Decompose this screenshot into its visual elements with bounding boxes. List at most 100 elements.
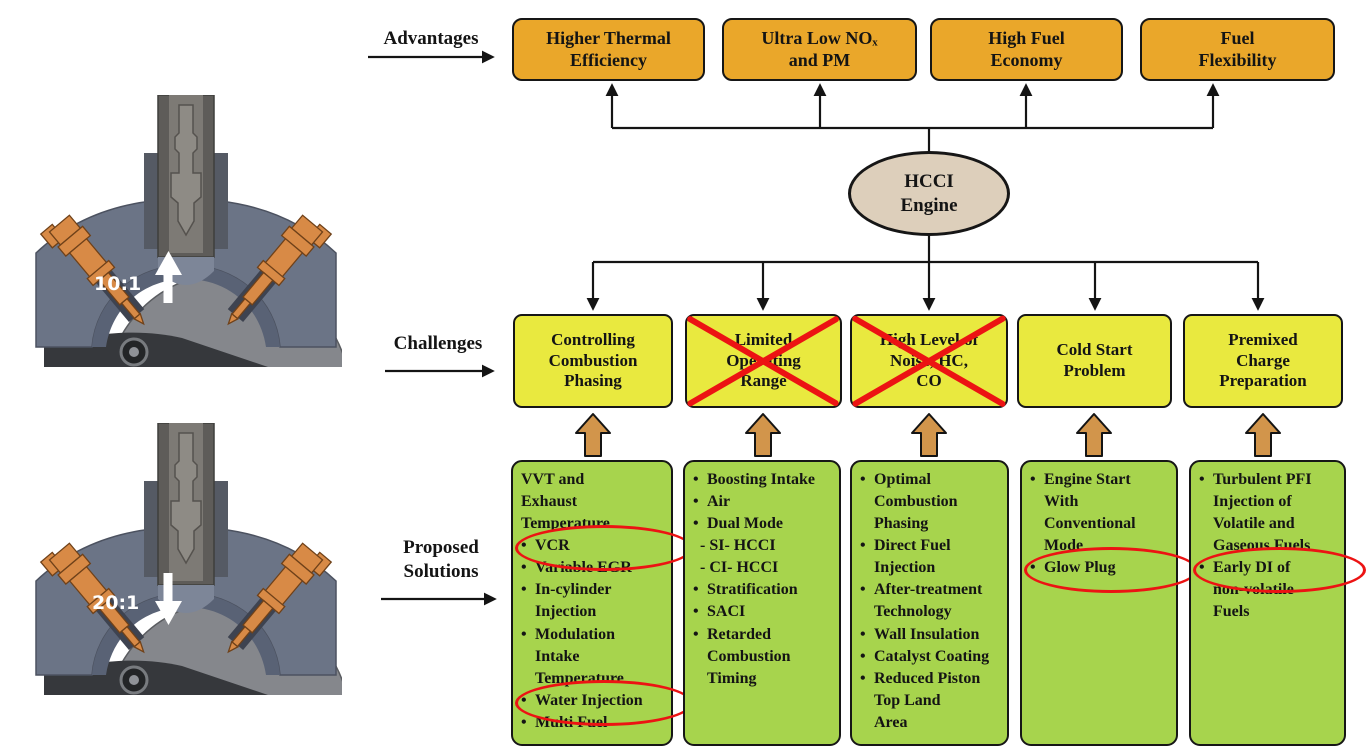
solution-box-2: •Boosting Intake•Air•Dual Mode- SI- HCCI… [683,460,841,746]
solution-item: •Variable EGR [521,557,667,579]
block-arrow-up-3 [911,413,947,457]
bullet-icon: • [693,625,699,643]
solution-item-line: Air [707,493,731,511]
solution-item-line: In-cylinder [535,581,612,599]
solution-item-line: Retarded [707,625,771,643]
solution-item: •Catalyst Coating [860,646,1003,668]
bullet-icon: • [693,581,699,599]
challenge-box-2: Limited Operating Range [685,314,842,408]
advantage-box-1: Higher Thermal Efficiency [512,18,705,81]
solution-item-line: Temperature [535,669,624,687]
solution-item-line: Exhaust [521,493,578,511]
solution-item-line: Mode [1044,537,1084,555]
solution-item-line: Early DI of [1193,547,1366,594]
solution-item: •Glow Plug [1024,547,1198,594]
challenge-label: Controlling Combustion Phasing [548,329,638,391]
advantage-box-2: Ultra Low NOₓ and PM [722,18,917,81]
solution-item-line: Intake [535,647,580,665]
block-arrow-up-4 [1076,413,1112,457]
solution-item-line: VCR [515,525,693,572]
advantage-label: Fuel Flexibility [1198,27,1277,70]
challenges-row-label: Challenges [393,333,483,354]
bullet-icon: • [693,515,699,533]
compression-arrow-down [155,573,182,625]
advantage-label: Higher Thermal Efficiency [546,27,671,70]
bullet-icon: • [860,471,866,488]
bullet-icon: • [1030,471,1036,488]
advantage-box-3: High Fuel Economy [930,18,1123,81]
bullet-icon: • [860,647,866,665]
challenge-box-5: Premixed Charge Preparation [1183,314,1343,408]
challenge-box-3: High Level of Noise, HC, CO [850,314,1008,408]
solution-item-line: Gaseous Fuels [1213,537,1311,555]
solution-item: •Boosting Intake [693,469,835,491]
solution-item-line: Volatile and [1213,515,1295,533]
solution-item-line: Multi Fuel [535,713,608,731]
compression-ratio-label-20-1: 20:1 [92,592,139,614]
bullet-icon: • [1030,559,1036,577]
challenge-box-4: Cold Start Problem [1017,314,1172,408]
solution-item-line: Top Land [874,691,941,709]
solution-item: •Air [693,491,835,513]
solution-item: - SI- HCCI [693,535,835,557]
solution-item-line: Water Injection [515,679,693,726]
engine-cross-section-10to1-image: 10:1 [34,95,342,367]
solution-item: • Multi Fuel [521,712,667,734]
solution-item-line: Combustion [874,493,958,511]
advantage-label: High Fuel Economy [988,27,1065,70]
solution-item: •Stratification [693,579,835,601]
challenge-label: Cold Start Problem [1056,340,1133,380]
solution-item-line: VVT and [521,471,585,488]
solution-item-line: Area [874,713,908,731]
hcci-engine-node: HCCI Engine [848,151,1010,236]
bullet-icon: • [521,713,527,731]
solution-item: •Dual Mode [693,513,835,535]
solution-item-line: Engine Start [1044,471,1131,488]
bullet-icon: • [693,603,699,621]
solution-item-line: Timing [707,669,757,687]
bullet-icon: • [521,691,527,709]
solution-item-line: Injection [535,603,597,621]
solution-item-line: Injection [874,559,936,577]
solution-item: •Water Injection [515,679,693,726]
bullet-icon: • [860,537,866,555]
solution-item-line: With [1044,493,1079,511]
block-arrow-up-1 [575,413,611,457]
challenge-label: Premixed Charge Preparation [1219,329,1307,391]
solution-item-line: Injection of [1213,493,1292,511]
advantage-label: Ultra Low NOₓ and PM [761,27,878,70]
bullet-icon: • [860,669,866,687]
solution-item-line: Modulation [535,625,616,643]
solution-item-line: Conventional [1044,515,1136,533]
bullet-icon: • [521,625,527,643]
solution-item-line: Optimal [874,471,931,488]
compression-arrow-up [155,251,182,303]
solution-item-line: - CI- HCCI [700,559,779,577]
block-arrow-up-2 [745,413,781,457]
solution-item-line: Direct Fuel [874,537,951,555]
challenge-box-1: Controlling Combustion Phasing [513,314,673,408]
bullet-icon: • [860,625,866,643]
challenge-label: High Level of Noise, HC, CO [879,329,979,391]
solution-item: •SACI [693,601,835,623]
solutions-row-label: Proposed Solutions [403,537,479,582]
bullet-icon: • [521,537,527,555]
solution-item-line: Wall Insulation [874,625,980,643]
solution-item-line: Variable EGR [535,559,632,577]
solution-item-line: non-volatile [1213,581,1294,599]
solution-item-line: Temperature [521,515,610,533]
compression-ratio-label-10-1: 10:1 [94,273,141,295]
